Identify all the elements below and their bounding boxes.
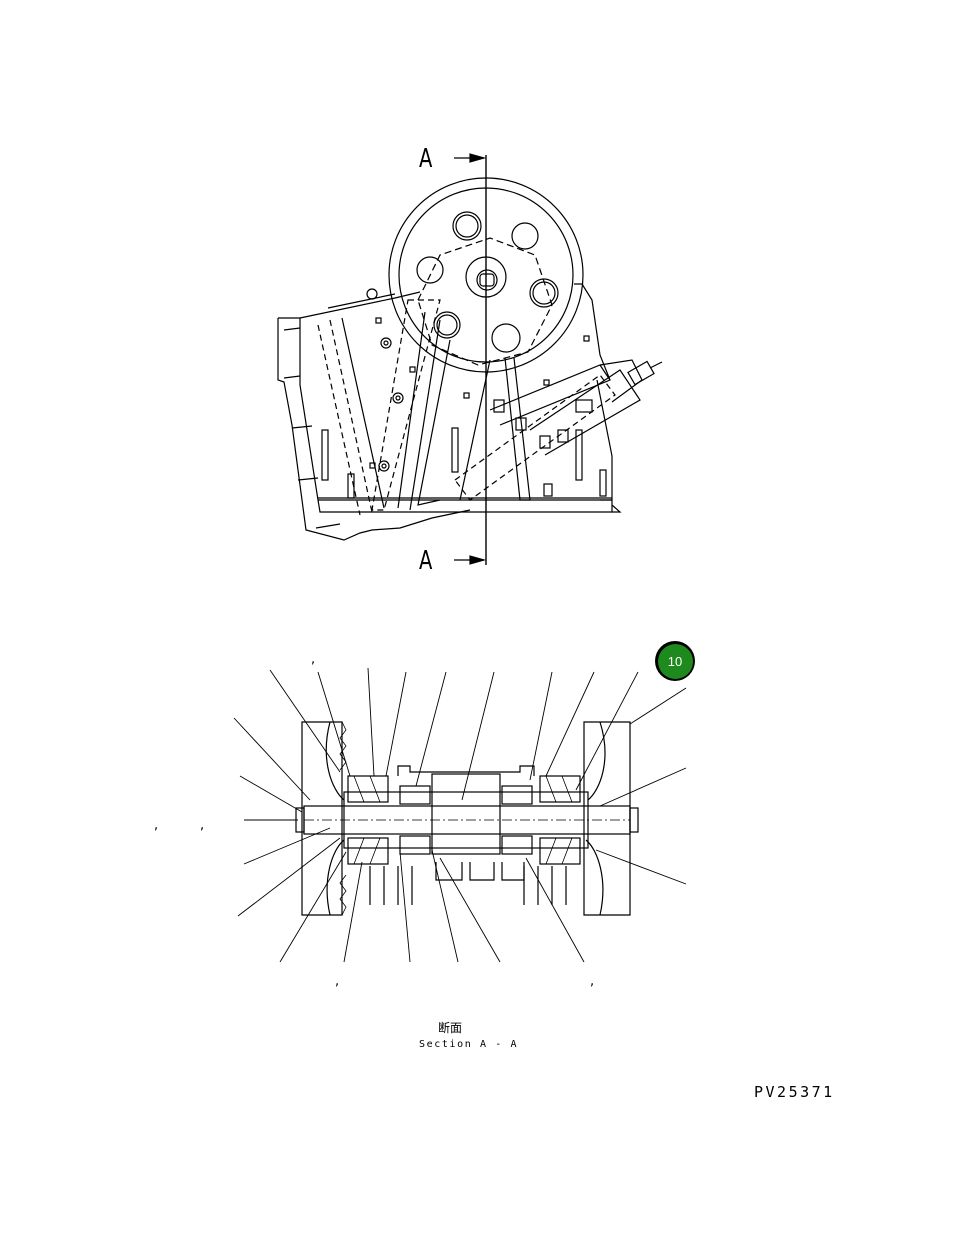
callout-badge[interactable]: 10 [655,641,695,681]
drawing-number: PV25371 [754,1083,835,1101]
section-marker-bottom-label: A [419,546,433,576]
stray-comma-mark: , [200,818,205,833]
stray-comma-mark: , [335,974,340,989]
section-caption-english: Section A - A [419,1039,519,1050]
callout-badge-number: 10 [657,643,693,679]
side-elevation-view [277,153,663,565]
stray-comma-mark: , [154,818,159,833]
stray-comma-mark: , [311,652,316,667]
section-marker-top-label: A [419,144,433,174]
stray-comma-mark: , [590,974,595,989]
section-a-a-view [233,667,687,963]
section-caption-japanese: 断面 [438,1021,463,1035]
